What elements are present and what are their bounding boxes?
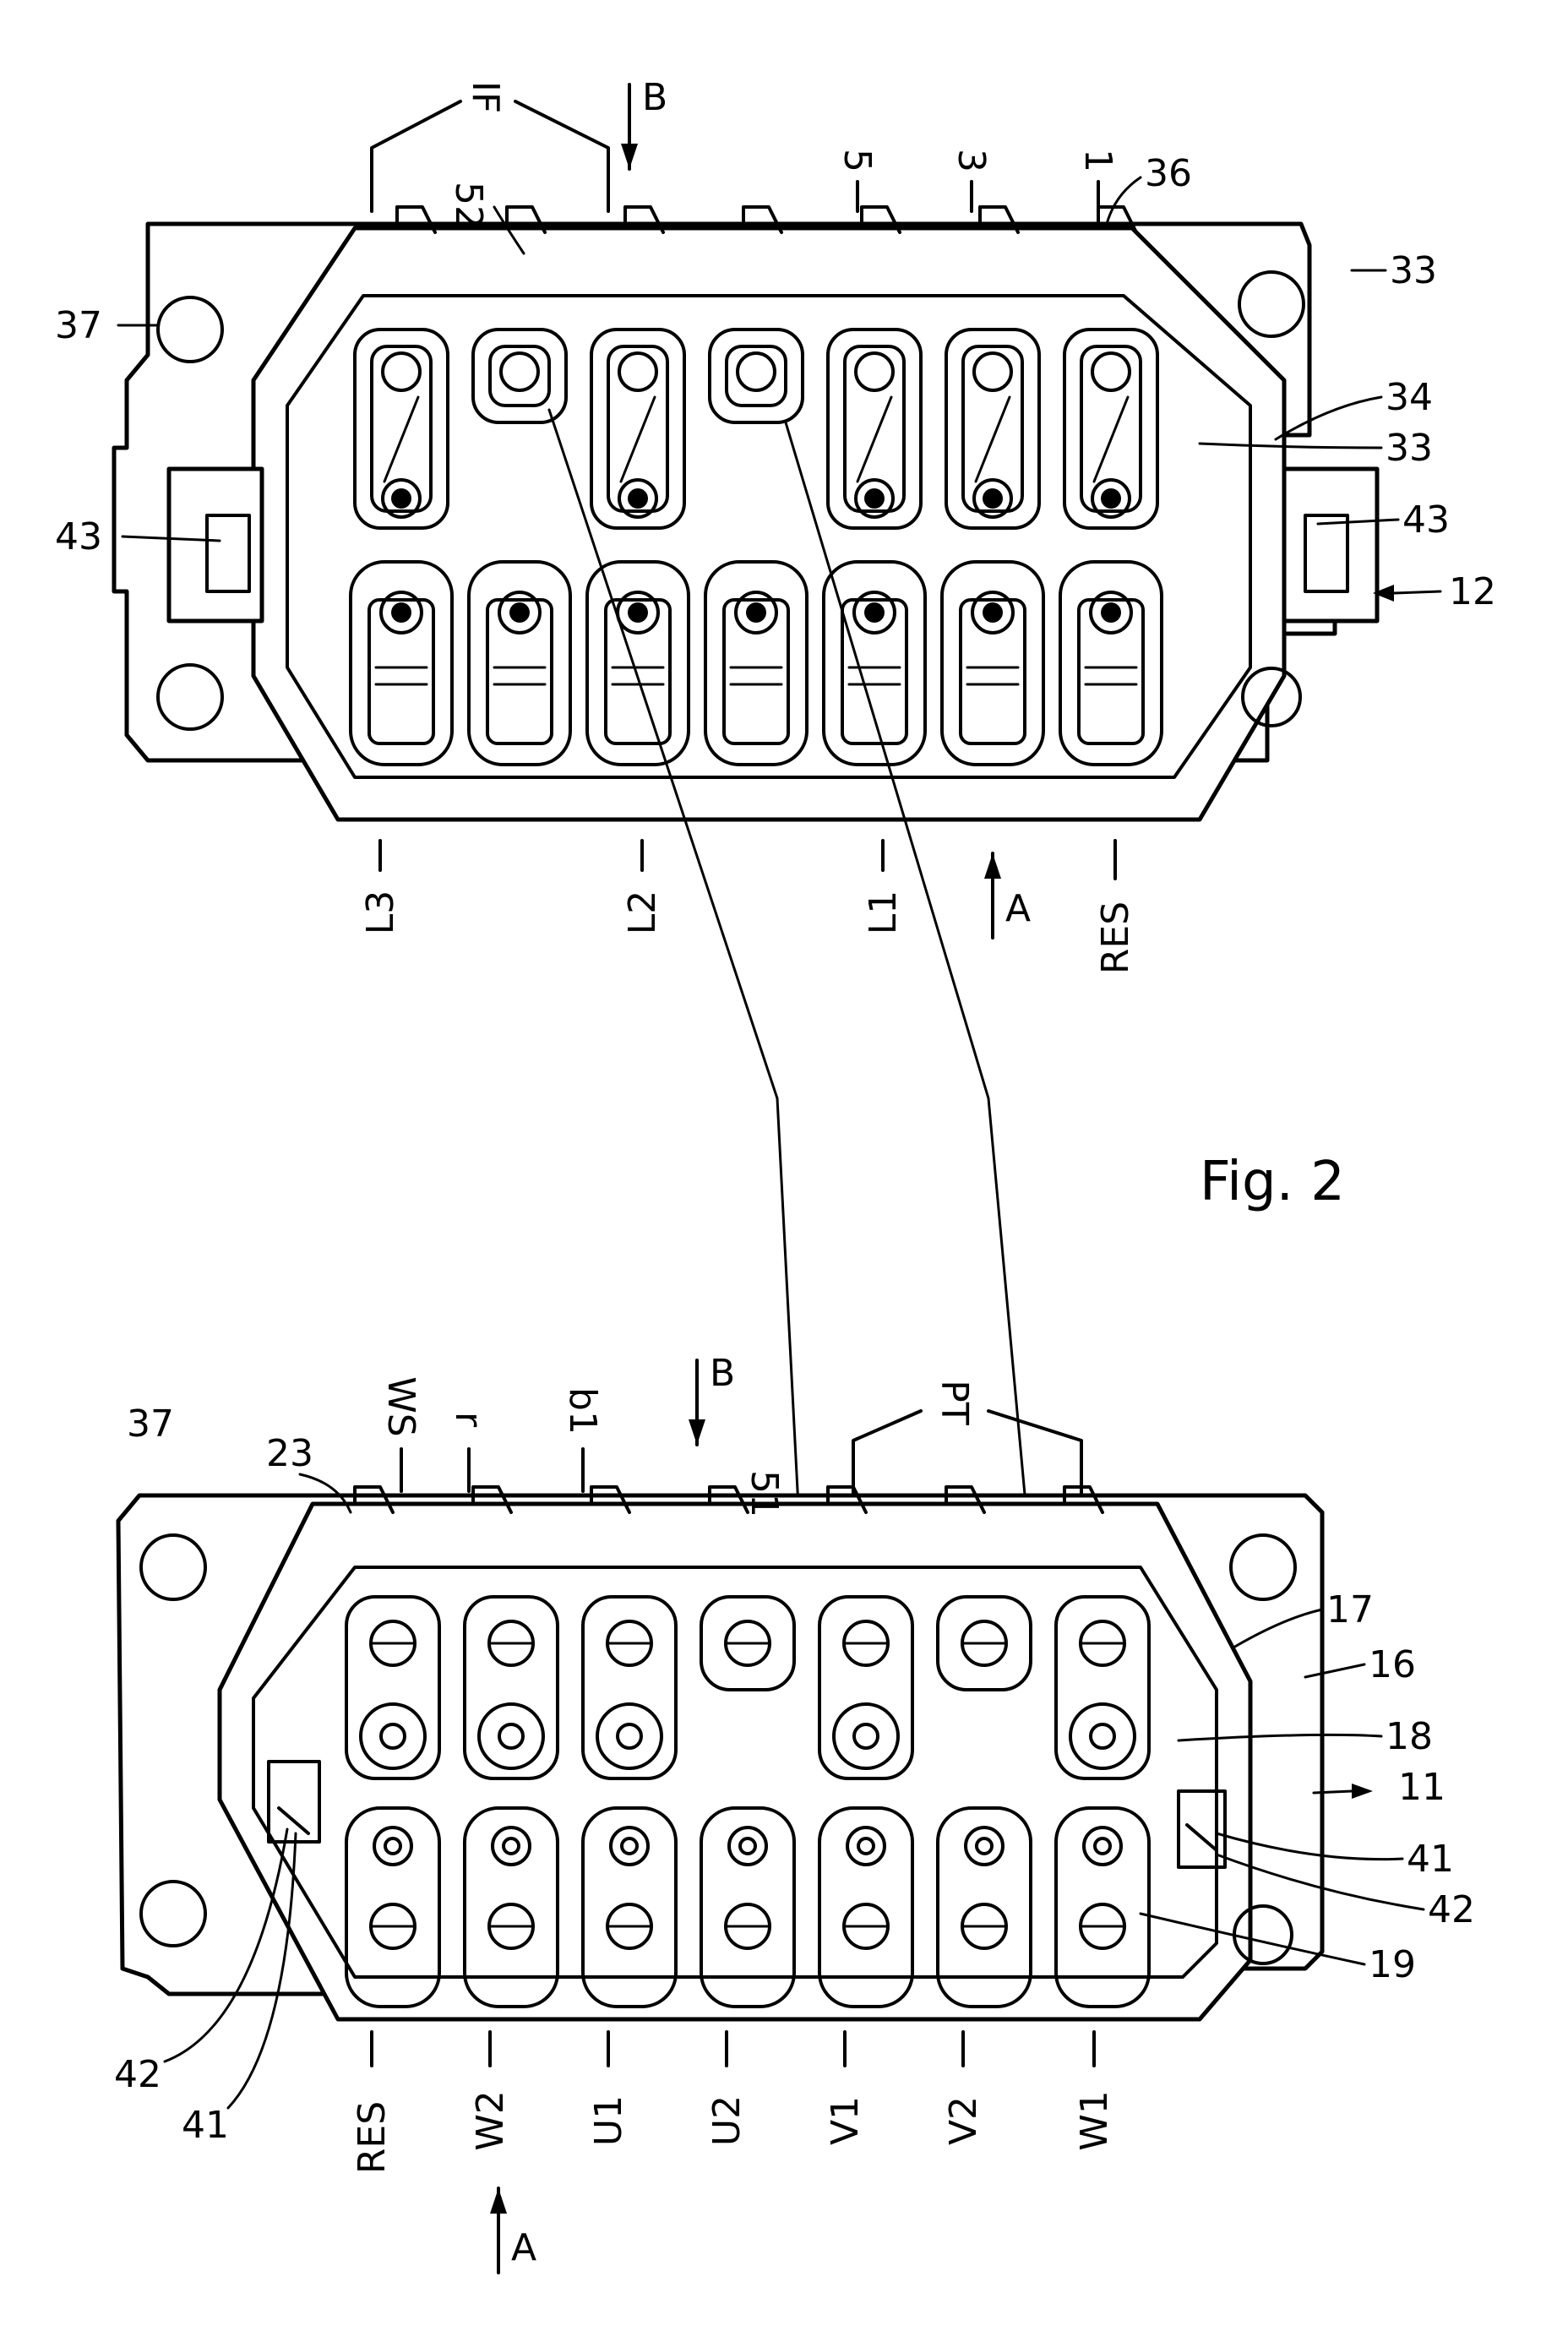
top-label-r: r: [447, 1412, 490, 1428]
ref-42-right: 42: [1428, 1888, 1475, 1931]
bottom-label-u1: U1: [587, 2095, 630, 2146]
ref-52: 52: [447, 182, 490, 229]
view-arrow-b-bottom: B: [710, 1352, 735, 1395]
ref-42-left: 42: [114, 2053, 161, 2096]
bottom-label-res-top: RES: [1094, 901, 1137, 974]
ref-33-top: 33: [1390, 249, 1437, 292]
bottom-label-u2: U2: [705, 2095, 749, 2146]
top-label-1: 1: [1076, 149, 1119, 172]
bottom-label-res: RES: [351, 2101, 394, 2174]
ref-43-right: 43: [1402, 498, 1450, 542]
bottom-label-v2: V2: [942, 2096, 985, 2145]
latch-right: [1284, 469, 1377, 621]
group-label-if: IF: [464, 81, 507, 113]
view-arrow-a-bottom: A: [511, 2226, 536, 2269]
ref-18: 18: [1386, 1715, 1433, 1758]
ref-36: 36: [1145, 152, 1192, 195]
ref-41-right: 41: [1407, 1838, 1454, 1881]
top-label-3: 3: [950, 149, 993, 172]
bottom-label-l2: L2: [621, 891, 664, 935]
ref-23: 23: [266, 1432, 313, 1475]
ref-37-bottom: 37: [127, 1402, 174, 1446]
ref-16: 16: [1369, 1643, 1416, 1686]
view-arrow-b-top: B: [642, 76, 667, 119]
top-connector: [114, 207, 1377, 820]
bottom-label-w2: W2: [469, 2090, 512, 2151]
top-label-ws: WS: [379, 1376, 422, 1436]
ref-43-left: 43: [55, 515, 102, 558]
ref-34: 34: [1386, 376, 1433, 419]
ref-33-mid: 33: [1386, 427, 1433, 470]
bottom-connector: [118, 1487, 1322, 2019]
top-label-5: 5: [836, 149, 879, 172]
top-housing: [253, 228, 1284, 820]
figure-title: Fig. 2: [1200, 1151, 1345, 1213]
bottom-label-l1: L1: [862, 891, 905, 935]
bottom-label-w1: W1: [1073, 2090, 1116, 2151]
view-arrow-a-top: A: [1005, 887, 1031, 930]
bottom-label-v1: V1: [824, 2096, 867, 2145]
ref-51: 51: [743, 1470, 786, 1517]
ref-37-top: 37: [55, 304, 102, 347]
bottom-label-l3: L3: [359, 891, 402, 935]
ref-19: 19: [1369, 1943, 1416, 1986]
ref-11: 11: [1398, 1766, 1446, 1809]
group-label-pt: PT: [933, 1380, 976, 1425]
ref-41-left: 41: [182, 2104, 229, 2147]
ref-12: 12: [1449, 570, 1496, 613]
top-label-b1: b1: [561, 1387, 604, 1435]
ref-17: 17: [1326, 1588, 1374, 1631]
